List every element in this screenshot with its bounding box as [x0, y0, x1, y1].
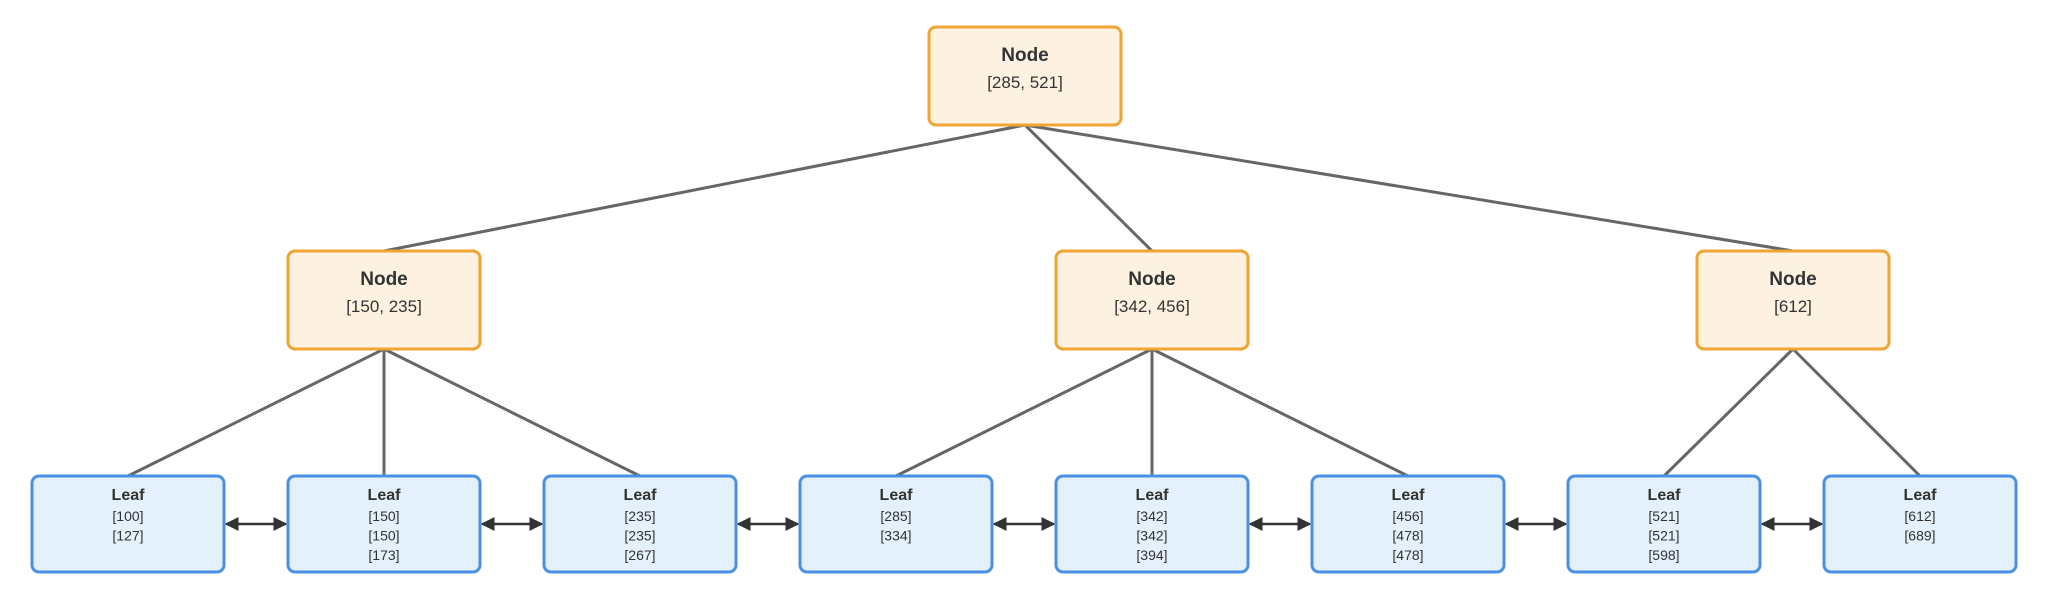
tree-nodes: Node [285, 521] Node [150, 235] Node [342, 45… — [30, 25, 2018, 574]
node-keys: [150, 235] — [346, 297, 422, 316]
leaf-key: [267] — [624, 547, 655, 563]
leaf-node: Leaf [285] [334] — [798, 474, 994, 574]
leaf-node: Leaf [150] [150] [173] — [286, 474, 482, 574]
tree-edge — [895, 347, 1153, 478]
internal-node: Node [612] — [1695, 249, 1891, 351]
leaf-box — [798, 474, 994, 574]
leaf-key: [342] — [1136, 508, 1167, 524]
leaf-box — [1054, 474, 1250, 574]
tree-edge — [1791, 347, 1922, 478]
tree-edge — [383, 123, 1026, 253]
leaf-key: [689] — [1904, 528, 1935, 544]
leaf-key: [521] — [1648, 508, 1679, 524]
node-title: Node — [1769, 269, 1817, 290]
leaf-box — [1566, 474, 1762, 574]
leaf-title: Leaf — [1648, 487, 1682, 504]
node-title: Node — [1128, 269, 1176, 290]
leaf-node: Leaf [342] [342] [394] — [1054, 474, 1250, 574]
node-box — [1695, 249, 1891, 351]
leaf-key: [235] — [624, 528, 655, 544]
tree-edge — [1024, 123, 1794, 253]
leaf-node: Leaf [612] [689] — [1822, 474, 2018, 574]
leaf-key: [150] — [368, 508, 399, 524]
leaf-key: [478] — [1392, 528, 1423, 544]
leaf-box — [542, 474, 738, 574]
node-title: Node — [1001, 45, 1049, 66]
leaf-key: [127] — [112, 528, 143, 544]
leaf-title: Leaf — [1136, 487, 1170, 504]
leaf-box — [1310, 474, 1506, 574]
internal-node: Node [150, 235] — [286, 249, 482, 351]
leaf-node: Leaf [100] [127] — [30, 474, 226, 574]
leaf-key: [521] — [1648, 528, 1679, 544]
leaf-key: [394] — [1136, 547, 1167, 563]
leaf-title: Leaf — [880, 487, 914, 504]
root-node: Node [285, 521] — [927, 25, 1123, 127]
node-title: Node — [360, 269, 408, 290]
leaf-key: [478] — [1392, 547, 1423, 563]
leaf-key: [598] — [1648, 547, 1679, 563]
leaf-node: Leaf [456] [478] [478] — [1310, 474, 1506, 574]
leaf-title: Leaf — [368, 487, 402, 504]
leaf-node: Leaf [521] [521] [598] — [1566, 474, 1762, 574]
internal-node: Node [342, 456] — [1054, 249, 1250, 351]
leaf-title: Leaf — [1392, 487, 1426, 504]
node-box — [1054, 249, 1250, 351]
leaf-box — [1822, 474, 2018, 574]
leaf-node: Leaf [235] [235] [267] — [542, 474, 738, 574]
node-keys: [342, 456] — [1114, 297, 1190, 316]
leaf-key: [334] — [880, 528, 911, 544]
leaf-key: [612] — [1904, 508, 1935, 524]
leaf-key: [285] — [880, 508, 911, 524]
tree-edge — [383, 347, 641, 478]
leaf-key: [342] — [1136, 528, 1167, 544]
tree-edges — [127, 123, 1922, 478]
node-box — [286, 249, 482, 351]
tree-edge — [127, 347, 385, 478]
leaf-box — [286, 474, 482, 574]
tree-edge — [1023, 123, 1154, 253]
leaf-key: [150] — [368, 528, 399, 544]
node-keys: [612] — [1774, 297, 1812, 316]
node-keys: [285, 521] — [987, 73, 1063, 92]
leaf-key: [173] — [368, 547, 399, 563]
leaf-key: [100] — [112, 508, 143, 524]
tree-edge — [1151, 347, 1409, 478]
leaf-key: [456] — [1392, 508, 1423, 524]
leaf-title: Leaf — [624, 487, 658, 504]
node-box — [927, 25, 1123, 127]
leaf-box — [30, 474, 226, 574]
leaf-title: Leaf — [1904, 487, 1938, 504]
leaf-title: Leaf — [112, 487, 146, 504]
leaf-key: [235] — [624, 508, 655, 524]
tree-edge — [1662, 347, 1795, 478]
